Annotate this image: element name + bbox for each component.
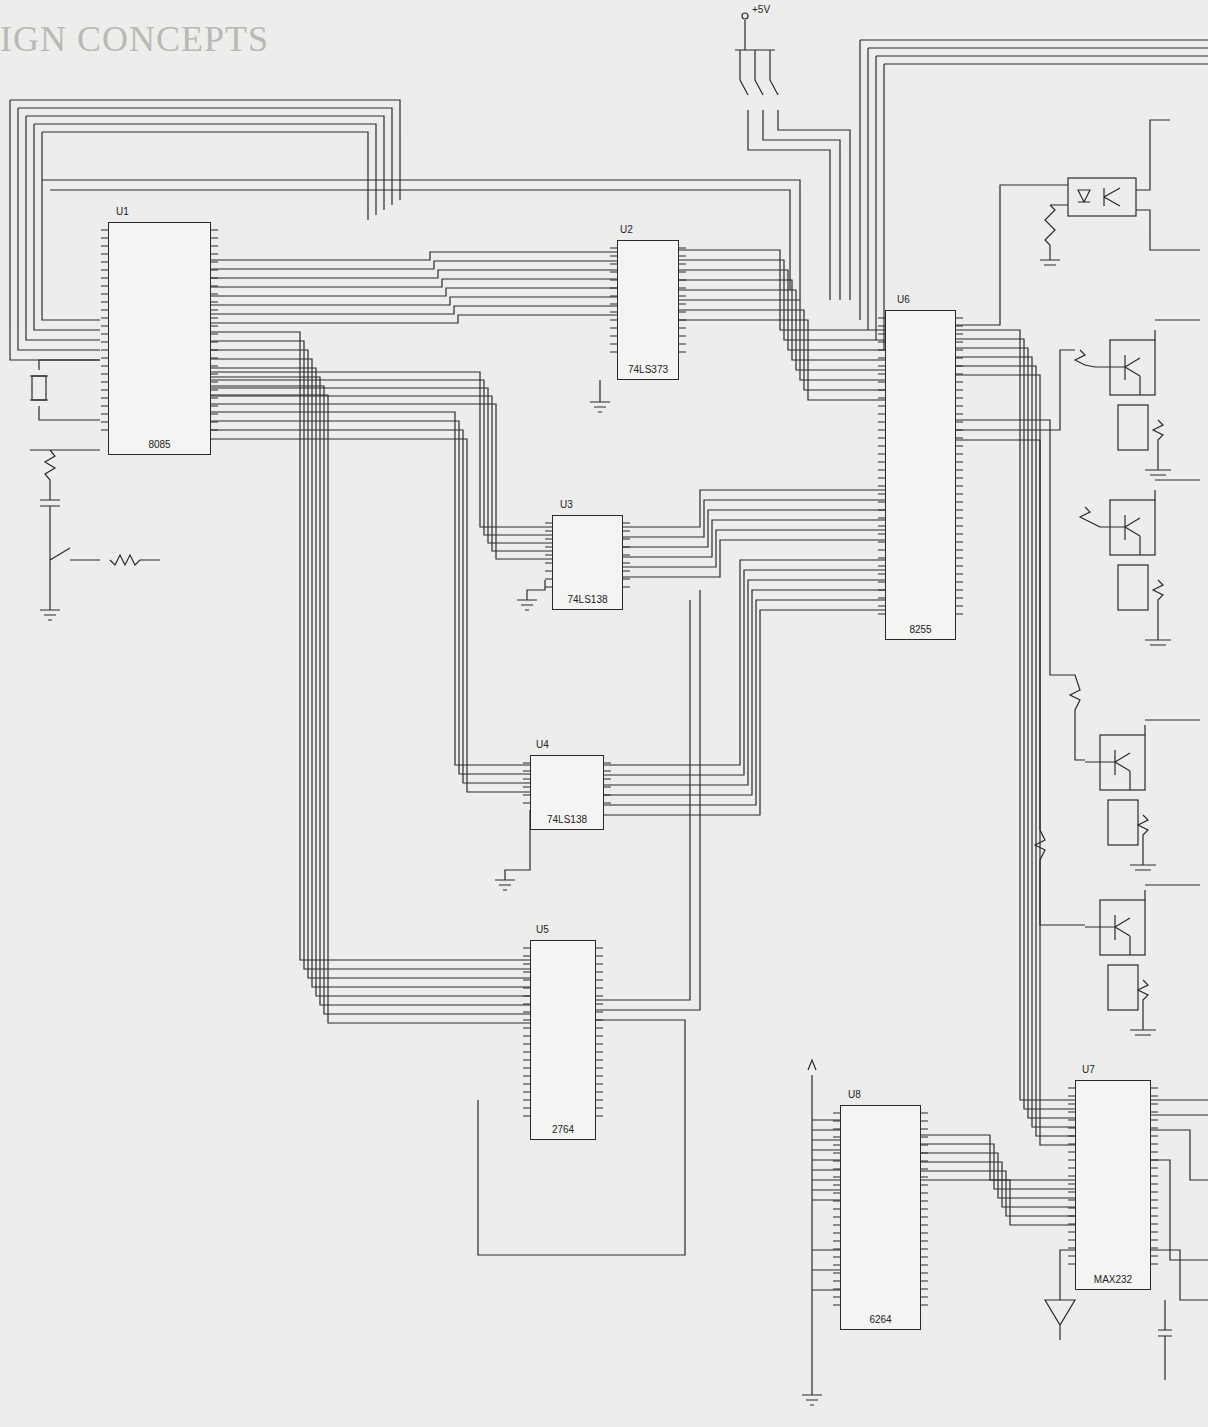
ic-chip: 6264 [840,1105,921,1330]
bus-connector [604,560,885,815]
driver-wire [950,350,1085,925]
opto-wire [950,120,1200,325]
ic-chip: MAX232 [1075,1080,1151,1290]
capacitor-symbol [1158,1300,1172,1380]
part-number: 74LS138 [553,594,622,605]
pin-wire [812,1075,840,1330]
part-number: 74LS373 [618,364,678,375]
bus-connector [211,252,617,323]
ref-designator: U5 [536,924,549,935]
bus-connector [623,490,885,577]
ref-designator: U2 [620,224,633,235]
supply-terminal [742,13,748,19]
bus-wire [478,590,700,1255]
ref-designator: U4 [536,739,549,750]
ic-chip: 8255 [885,310,956,640]
buffer-symbol [1045,1250,1075,1340]
bus-wire [10,100,100,360]
background-heading: IGN CONCEPTS [0,18,269,60]
supply-arrow [808,1060,816,1070]
ic-chip: 74LS138 [552,515,623,610]
part-number: 74LS138 [531,814,603,825]
output-wire [1145,1100,1208,1300]
bus-connector [921,1135,1075,1225]
ref-designator: +5V [752,4,770,15]
ic-chip: 74LS138 [530,755,604,830]
bus-connector [211,332,530,1023]
bus-wire [860,40,1208,64]
optocoupler-inner [1078,188,1120,206]
crystal-wire [30,360,100,420]
ic-chip: 74LS373 [617,240,679,380]
bus-wire [860,40,884,350]
part-number: MAX232 [1076,1274,1150,1285]
ref-designator: U7 [1082,1064,1095,1075]
ref-designator: U8 [848,1089,861,1100]
bus-connector [211,372,552,559]
bus-connector [211,412,530,792]
part-number: 2764 [531,1124,595,1135]
optocoupler [1068,178,1136,216]
ref-designator: U3 [560,499,573,510]
part-number: 8255 [886,624,955,635]
reset-circuit [30,450,160,565]
switch-symbol [735,20,850,300]
crystal-symbol [32,376,46,400]
bus-wire [10,100,400,220]
ic-chip: 2764 [530,940,596,1140]
ref-designator: U1 [116,206,129,217]
part-number: 6264 [841,1314,920,1325]
ref-designator: U6 [897,294,910,305]
driver-stage [1075,320,1200,1035]
bus-connector [956,330,1075,1145]
part-number: 8085 [109,439,210,450]
ic-chip: 8085 [108,222,211,455]
bus-connector [679,250,885,400]
